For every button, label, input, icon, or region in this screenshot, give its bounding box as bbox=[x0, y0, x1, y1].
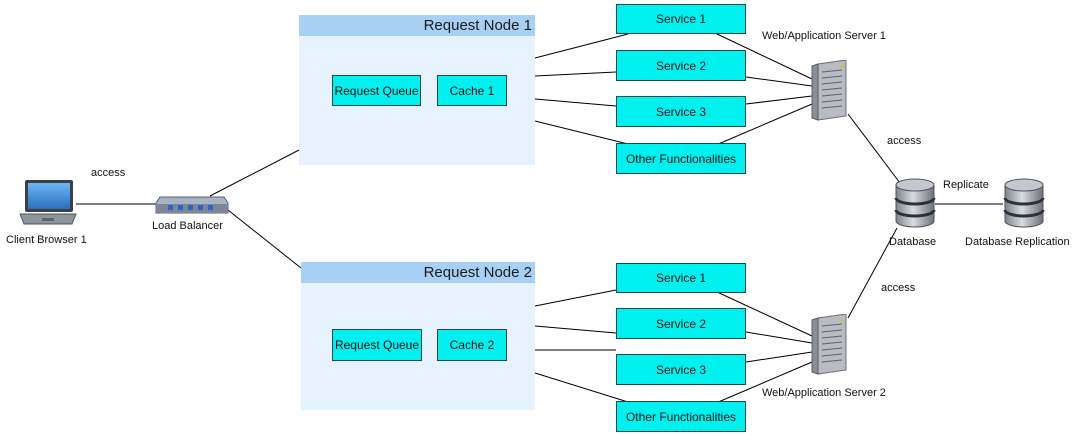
edge-server2-db bbox=[847, 227, 898, 319]
service-2-group-1: Service 2 bbox=[616, 50, 746, 81]
client-label: Client Browser 1 bbox=[6, 234, 87, 246]
edge-server1-db bbox=[847, 113, 901, 184]
request-node-1-title: Request Node 1 bbox=[299, 15, 535, 36]
server-1-icon bbox=[811, 60, 847, 121]
edge-lb-node1 bbox=[209, 149, 300, 197]
database-icon bbox=[894, 178, 936, 228]
database-replication-icon bbox=[1003, 178, 1045, 228]
cache-1: Cache 1 bbox=[437, 75, 507, 106]
replicate-label: Replicate bbox=[943, 179, 989, 191]
database-replication-label: Database Replication bbox=[965, 236, 1070, 248]
load-balancer-label: Load Balancer bbox=[152, 220, 223, 232]
client-access-label: access bbox=[91, 167, 126, 179]
service-3-group-2: Service 3 bbox=[616, 354, 746, 385]
cache-2: Cache 2 bbox=[437, 329, 507, 361]
request-queue-2: Request Queue bbox=[332, 329, 422, 361]
other-functionalities-group-1: Other Functionalities bbox=[616, 143, 746, 174]
edge-lb-node2 bbox=[227, 209, 302, 269]
request-queue-1: Request Queue bbox=[332, 75, 421, 106]
request-node-2: Request Node 2 Request Queue Cache 2 bbox=[301, 262, 535, 410]
service-2-group-2: Service 2 bbox=[616, 308, 746, 339]
server-1-access-label: access bbox=[887, 135, 922, 147]
server-2-icon bbox=[811, 314, 847, 375]
load-balancer-icon bbox=[155, 196, 229, 214]
service-3-group-1: Service 3 bbox=[616, 96, 746, 127]
laptop-icon bbox=[19, 180, 77, 225]
other-functionalities-group-2: Other Functionalities bbox=[616, 401, 746, 432]
server-2-access-label: access bbox=[881, 282, 916, 294]
server-2-label: Web/Application Server 2 bbox=[762, 387, 886, 399]
server-1-label: Web/Application Server 1 bbox=[762, 30, 886, 42]
database-label: Database bbox=[889, 236, 937, 248]
service-1-group-1: Service 1 bbox=[616, 4, 746, 34]
request-node-1: Request Node 1 Request Queue Cache 1 bbox=[299, 15, 535, 165]
request-node-2-title: Request Node 2 bbox=[301, 262, 535, 283]
service-1-group-2: Service 1 bbox=[616, 263, 746, 293]
